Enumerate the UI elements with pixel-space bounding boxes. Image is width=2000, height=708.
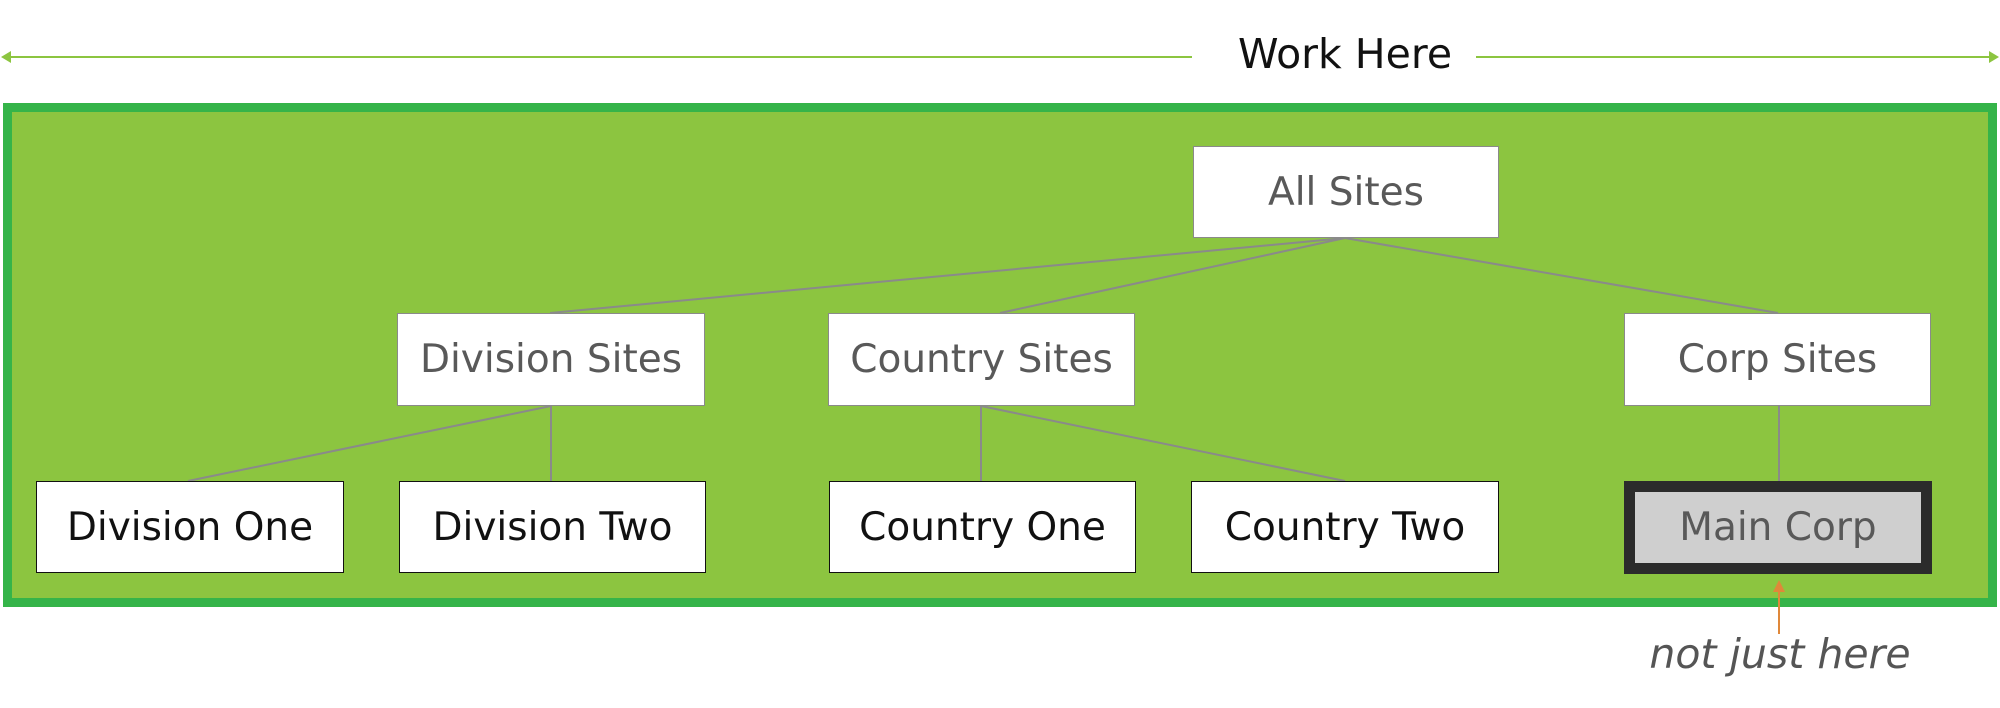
node-all-sites-label: All Sites <box>1268 169 1424 215</box>
connector-all-to-corp <box>1344 237 1779 314</box>
annotation-arrow-head <box>1773 580 1785 592</box>
work-here-label: Work Here <box>1237 30 1453 78</box>
connector-all-to-division <box>549 237 1346 314</box>
node-corp-sites-label: Corp Sites <box>1677 337 1878 382</box>
node-corp-sites: Corp Sites <box>1624 313 1931 406</box>
node-main-corp-label: Main Corp <box>1679 505 1877 550</box>
node-division-sites-label: Division Sites <box>419 337 683 382</box>
annotation-note: not just here <box>1649 630 1911 678</box>
work-here-banner: Work Here <box>0 22 2000 92</box>
node-all-sites: All Sites <box>1193 146 1499 238</box>
node-division-two-label: Division Two <box>432 504 673 550</box>
connector-country-to-two <box>980 405 1346 482</box>
node-country-one: Country One <box>829 481 1136 573</box>
node-division-one: Division One <box>36 481 344 573</box>
node-division-two: Division Two <box>399 481 706 573</box>
node-division-sites: Division Sites <box>397 313 705 406</box>
work-here-arrow <box>1 51 1999 63</box>
banner-arrow-left-head <box>1 51 11 63</box>
connector-division-to-one <box>187 405 552 482</box>
node-country-two: Country Two <box>1191 481 1499 573</box>
node-country-sites-label: Country Sites <box>850 337 1113 382</box>
node-main-corp: Main Corp <box>1624 481 1932 574</box>
connector-all-to-country <box>999 237 1346 314</box>
node-division-one-label: Division One <box>66 504 314 550</box>
node-country-one-label: Country One <box>859 504 1106 550</box>
banner-arrow-right-head <box>1989 51 1999 63</box>
node-country-sites: Country Sites <box>828 313 1135 406</box>
node-country-two-label: Country Two <box>1224 504 1466 550</box>
